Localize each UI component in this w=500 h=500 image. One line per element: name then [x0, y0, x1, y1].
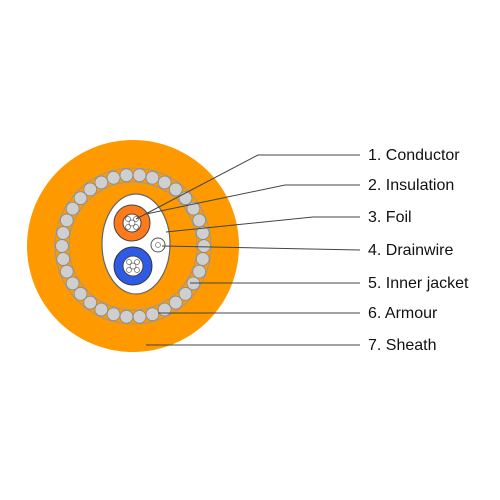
armour-wire [197, 239, 211, 253]
armour-wire [119, 168, 134, 183]
armour-wire [192, 213, 207, 228]
armour-wire [59, 264, 74, 279]
armour-wire [168, 182, 183, 197]
conductor-bottom-strands [126, 259, 140, 273]
armour-wire [195, 226, 210, 240]
armour-wire [106, 307, 121, 322]
armour-wire [145, 170, 160, 185]
armour-wire [178, 191, 193, 205]
armour-wire [65, 276, 80, 291]
armour-wire [186, 201, 201, 216]
label-inner-jacket: 5. Inner jacket [368, 275, 469, 292]
armour-wire [178, 287, 193, 301]
armour-wire [145, 307, 160, 322]
armour-wire [157, 302, 172, 317]
conductor-bottom [122, 255, 144, 277]
armour-wire [83, 295, 98, 310]
armour-wire [168, 295, 183, 310]
label-conductor: 1. Conductor [368, 147, 460, 164]
leader-insulation [145, 184, 360, 215]
label-drainwire: 4. Drainwire [368, 242, 454, 259]
armour-wire [65, 201, 80, 216]
armour-wire [132, 309, 147, 324]
armour-wire [73, 191, 88, 205]
conductor-top [122, 213, 142, 233]
label-armour: 6. Armour [368, 305, 438, 322]
armour-wire [132, 168, 147, 183]
armour-wire [94, 175, 109, 190]
armour-wire [56, 252, 71, 266]
armour-wire [94, 302, 109, 317]
armour-wires [55, 168, 211, 324]
label-foil: 3. Foil [368, 209, 412, 226]
drainwire [150, 237, 166, 253]
armour-wire [73, 287, 88, 301]
label-sheath: 7. Sheath [368, 337, 437, 354]
armour-wire [119, 309, 134, 324]
armour-wire [195, 252, 210, 266]
armour-wire [83, 182, 98, 197]
conductor-top-strands [125, 216, 139, 230]
leader-drainwire [161, 245, 361, 251]
leader-conductor [135, 154, 360, 220]
armour-wire [157, 175, 172, 190]
label-insulation: 2. Insulation [368, 177, 455, 194]
leader-lines [135, 154, 361, 346]
armour-wire [106, 170, 121, 185]
armour-wire [55, 239, 69, 253]
leader-foil [165, 216, 360, 233]
drainwire-strand [155, 242, 161, 248]
armour-wire [192, 264, 207, 279]
armour-wire [56, 226, 71, 240]
armour-wire [59, 213, 74, 228]
